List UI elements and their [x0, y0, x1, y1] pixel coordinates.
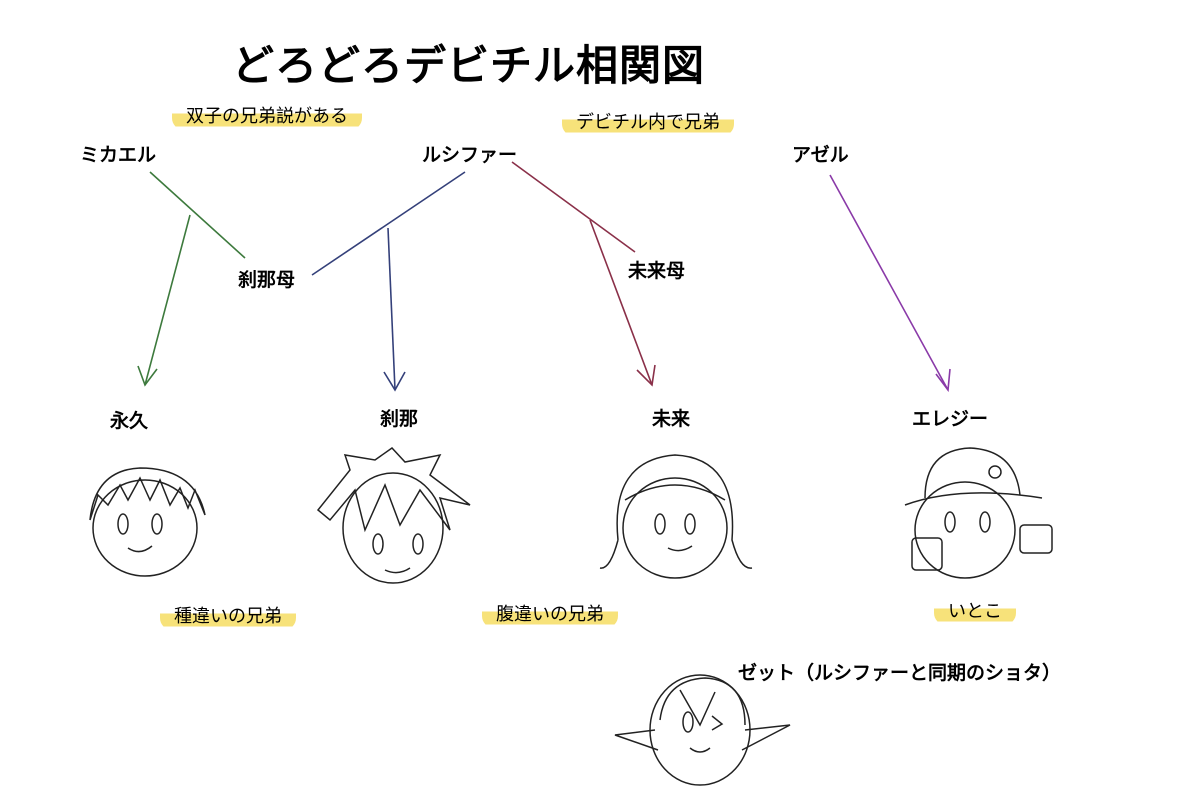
label-mirai: 未来 — [652, 408, 691, 430]
label-setsuna: 刹那 — [380, 408, 419, 430]
label-zet: ゼット（ルシファーと同期のショタ） — [738, 662, 1062, 684]
zet-face — [614, 674, 791, 786]
label-azel: アゼル — [792, 144, 849, 166]
label-setsuna-mother: 刹那母 — [238, 269, 296, 291]
label-michael: ミカエル — [80, 144, 157, 166]
michael-lines — [137, 171, 246, 387]
setsuna-face — [316, 447, 471, 584]
azel-line — [829, 174, 951, 393]
character-faces — [89, 447, 1053, 786]
note-cousins: いとこ — [934, 595, 1016, 625]
elegy-face — [904, 447, 1053, 579]
lucifer-mirai-lines — [511, 161, 656, 387]
note-twins: 双子の兄弟説がある — [172, 100, 362, 130]
note-devichil-siblings: デビチル内で兄弟 — [562, 106, 734, 136]
label-towa: 永久 — [110, 410, 149, 432]
label-lucifer: ルシファー — [422, 144, 518, 166]
towa-face — [89, 467, 206, 577]
page-title: どろどろデビチル相関図 — [232, 41, 706, 90]
note-half-mother: 腹違いの兄弟 — [482, 598, 618, 628]
mirai-face — [599, 454, 753, 579]
lucifer-setsuna-lines — [311, 171, 466, 392]
label-elegy: エレジー — [912, 408, 989, 430]
note-half-father: 種違いの兄弟 — [160, 600, 296, 630]
label-mirai-mother: 未来母 — [628, 260, 686, 282]
